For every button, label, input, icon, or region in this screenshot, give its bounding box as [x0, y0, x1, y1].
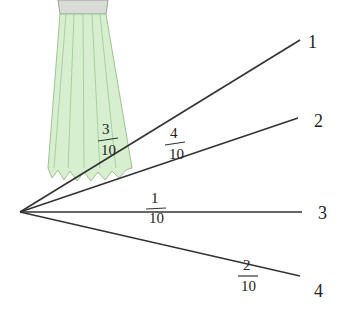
fraction-numerator: 4 — [170, 126, 178, 141]
ray-number: 4 — [314, 282, 323, 300]
fraction-numerator: 2 — [243, 258, 251, 273]
fraction-denominator: 10 — [241, 279, 256, 294]
fraction-denominator: 10 — [101, 143, 116, 158]
fraction-denominator: 10 — [169, 147, 184, 162]
ray-number: 1 — [308, 33, 317, 51]
ray-number: 3 — [318, 204, 327, 222]
shuttlecock — [48, 0, 132, 181]
fraction-denominator: 10 — [149, 211, 164, 226]
fraction-bars — [98, 138, 258, 276]
ray-lines — [20, 40, 302, 276]
fraction-numerator: 1 — [151, 191, 159, 206]
fraction-numerator: 3 — [102, 122, 110, 137]
ray-number: 2 — [314, 112, 323, 130]
